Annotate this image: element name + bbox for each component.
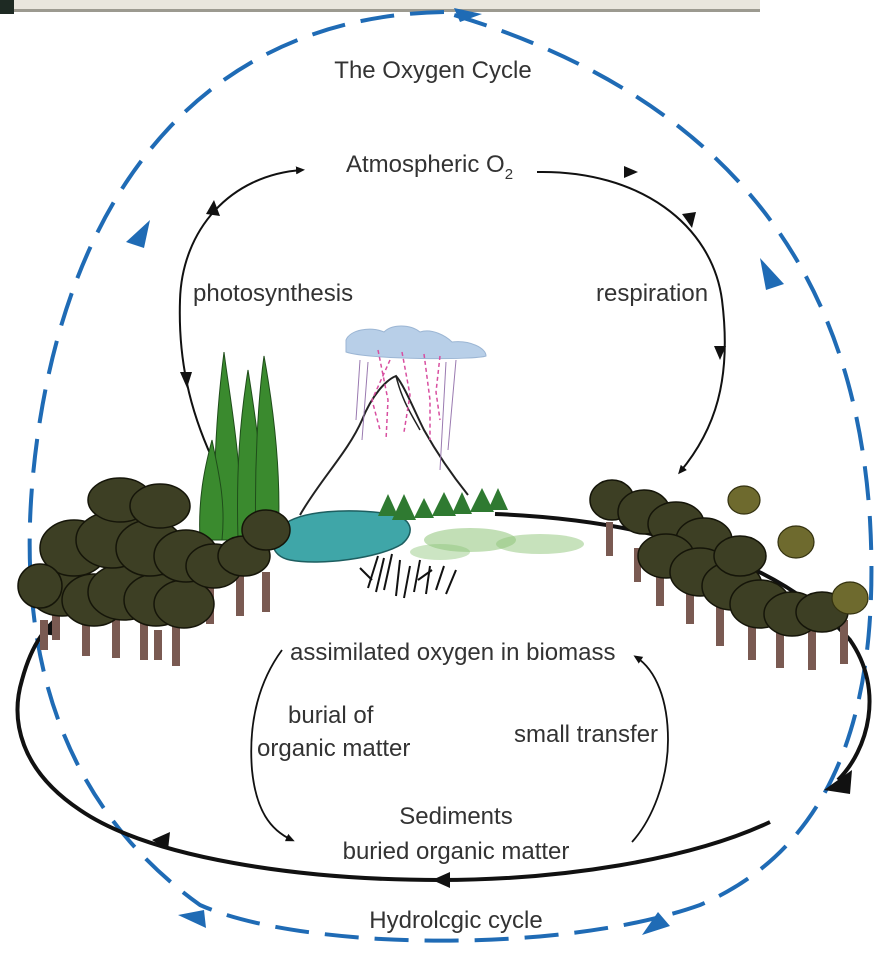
photosynthesis-low-arrowhead <box>180 372 192 388</box>
top-left-corner <box>0 0 14 14</box>
burial-label-line1: burial of <box>288 702 374 729</box>
meadow-grass <box>410 528 584 560</box>
top-frame-shadow <box>0 9 760 12</box>
respiration-arrow <box>537 172 725 472</box>
respiration-label: respiration <box>596 280 708 307</box>
cloud <box>346 326 486 359</box>
meadow-shrubs <box>378 488 508 520</box>
sediments-label-line1: Sediments <box>399 803 512 830</box>
burial-label-line2: organic matter <box>257 735 410 762</box>
respiration-top-arrowhead <box>624 166 638 178</box>
top-frame-strip <box>0 0 760 10</box>
small-transfer-arrow <box>632 657 668 842</box>
hydrologic-label: Hydrolcgic cycle <box>369 907 542 934</box>
lightning-strokes <box>372 350 440 440</box>
hydrologic-arrow-left-upper <box>126 220 150 248</box>
earth-loop-arrowhead-bottom <box>432 872 450 888</box>
atmosphere-subscript: 2 <box>505 166 513 183</box>
hydrologic-arrow-bottom-right <box>642 912 670 935</box>
lake <box>273 511 410 562</box>
transfer-label: small transfer <box>514 721 658 748</box>
photosynthesis-arrow <box>180 170 302 458</box>
hydrologic-arrow-bottom-left <box>178 910 206 928</box>
biomass-label: assimilated oxygen in biomass <box>290 639 616 666</box>
volcano <box>300 376 468 515</box>
forest-right <box>590 480 868 670</box>
atmosphere-label: Atmospheric O2 <box>346 151 513 183</box>
hydrologic-arrow-right-upper <box>760 258 784 290</box>
diagram-title: The Oxygen Cycle <box>334 57 531 84</box>
sediments-label-line2: buried organic matter <box>343 838 570 865</box>
atmosphere-label-main: Atmospheric O <box>346 151 505 178</box>
marsh-reeds <box>360 554 456 598</box>
photosynthesis-label: photosynthesis <box>193 280 353 307</box>
respiration-mid-arrowhead <box>682 212 696 228</box>
